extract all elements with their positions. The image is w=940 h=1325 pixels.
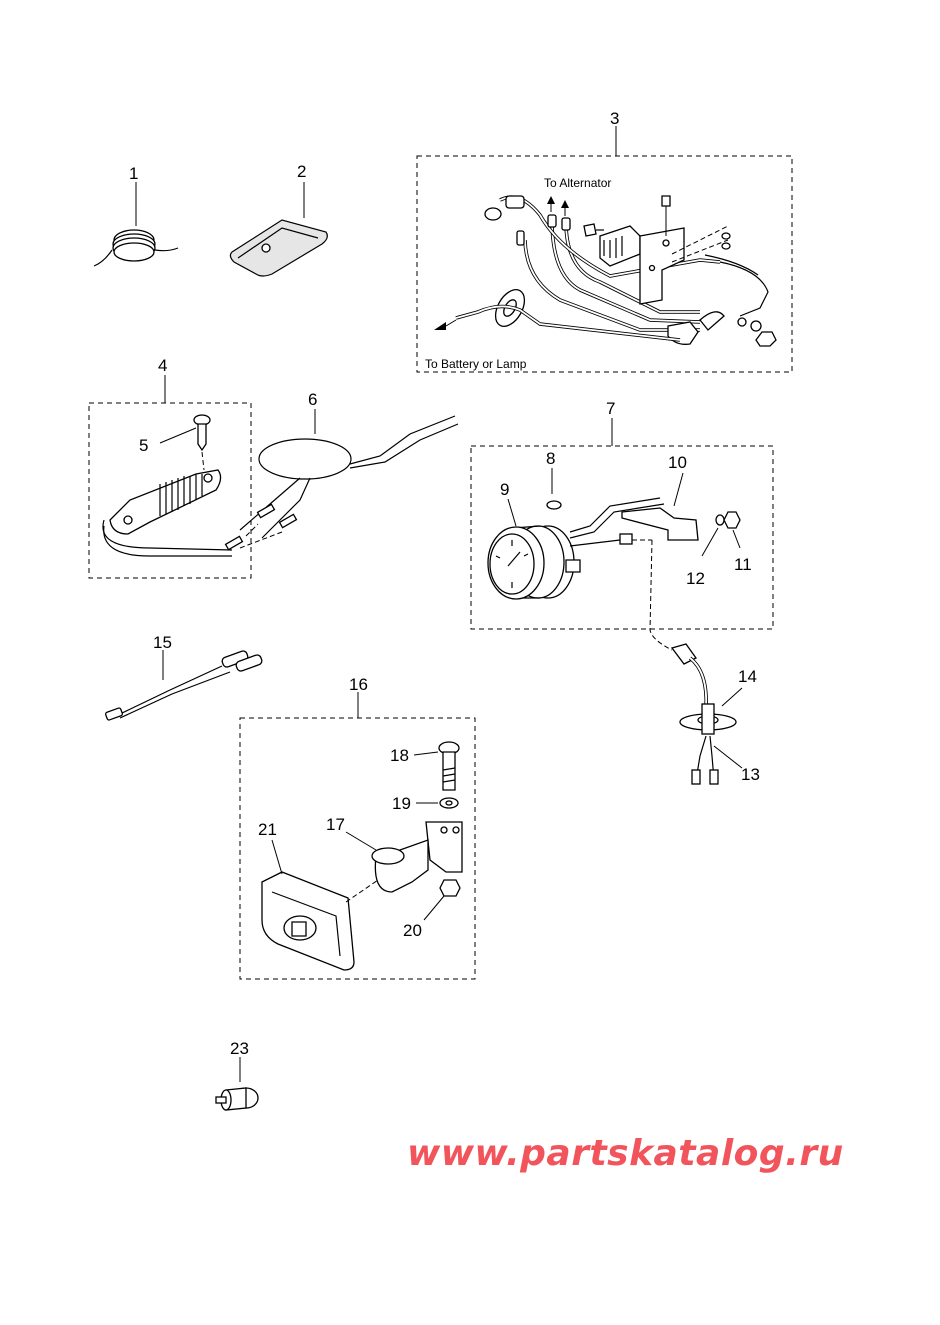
callout-19: 19	[392, 794, 411, 813]
part-23-plug	[215, 1057, 259, 1111]
part-5-screw	[159, 414, 211, 471]
callout-6: 6	[308, 390, 317, 409]
callout-7: 7	[606, 399, 615, 418]
callout-9: 9	[500, 480, 509, 499]
callout-17: 17	[326, 815, 345, 834]
leader-9	[507, 498, 517, 527]
caption-to-alternator: To Alternator	[544, 176, 611, 190]
part-15-cable	[105, 650, 263, 721]
part-1-spring	[93, 182, 179, 267]
callout-23: 23	[230, 1039, 249, 1058]
watermark: www.partskatalog.ru	[407, 1133, 844, 1174]
callout-16: 16	[349, 675, 368, 694]
callout-15: 15	[153, 633, 172, 652]
callout-21: 21	[258, 820, 277, 839]
caption-to-battery: To Battery or Lamp	[425, 357, 527, 371]
callout-8: 8	[546, 449, 555, 468]
callout-12: 12	[686, 569, 705, 588]
part-14-sender	[670, 643, 743, 785]
callout-1: 1	[129, 164, 138, 183]
callout-13: 13	[741, 765, 760, 784]
group-16-lamp	[239, 692, 476, 980]
part-2-pad	[229, 182, 328, 277]
part-8-bulb	[546, 468, 562, 510]
callout-10: 10	[668, 453, 687, 472]
callout-2: 2	[297, 162, 306, 181]
group-7-gauge	[470, 418, 774, 651]
callout-3: 3	[610, 109, 619, 128]
callout-20: 20	[403, 921, 422, 940]
group-3-harness	[416, 126, 793, 373]
callout-11: 11	[734, 555, 752, 574]
callout-5: 5	[139, 436, 148, 455]
part-6-cable	[224, 409, 459, 551]
callout-4: 4	[158, 356, 167, 375]
callout-14: 14	[738, 667, 757, 686]
callout-18: 18	[390, 746, 409, 765]
group-4-coil	[88, 375, 252, 579]
